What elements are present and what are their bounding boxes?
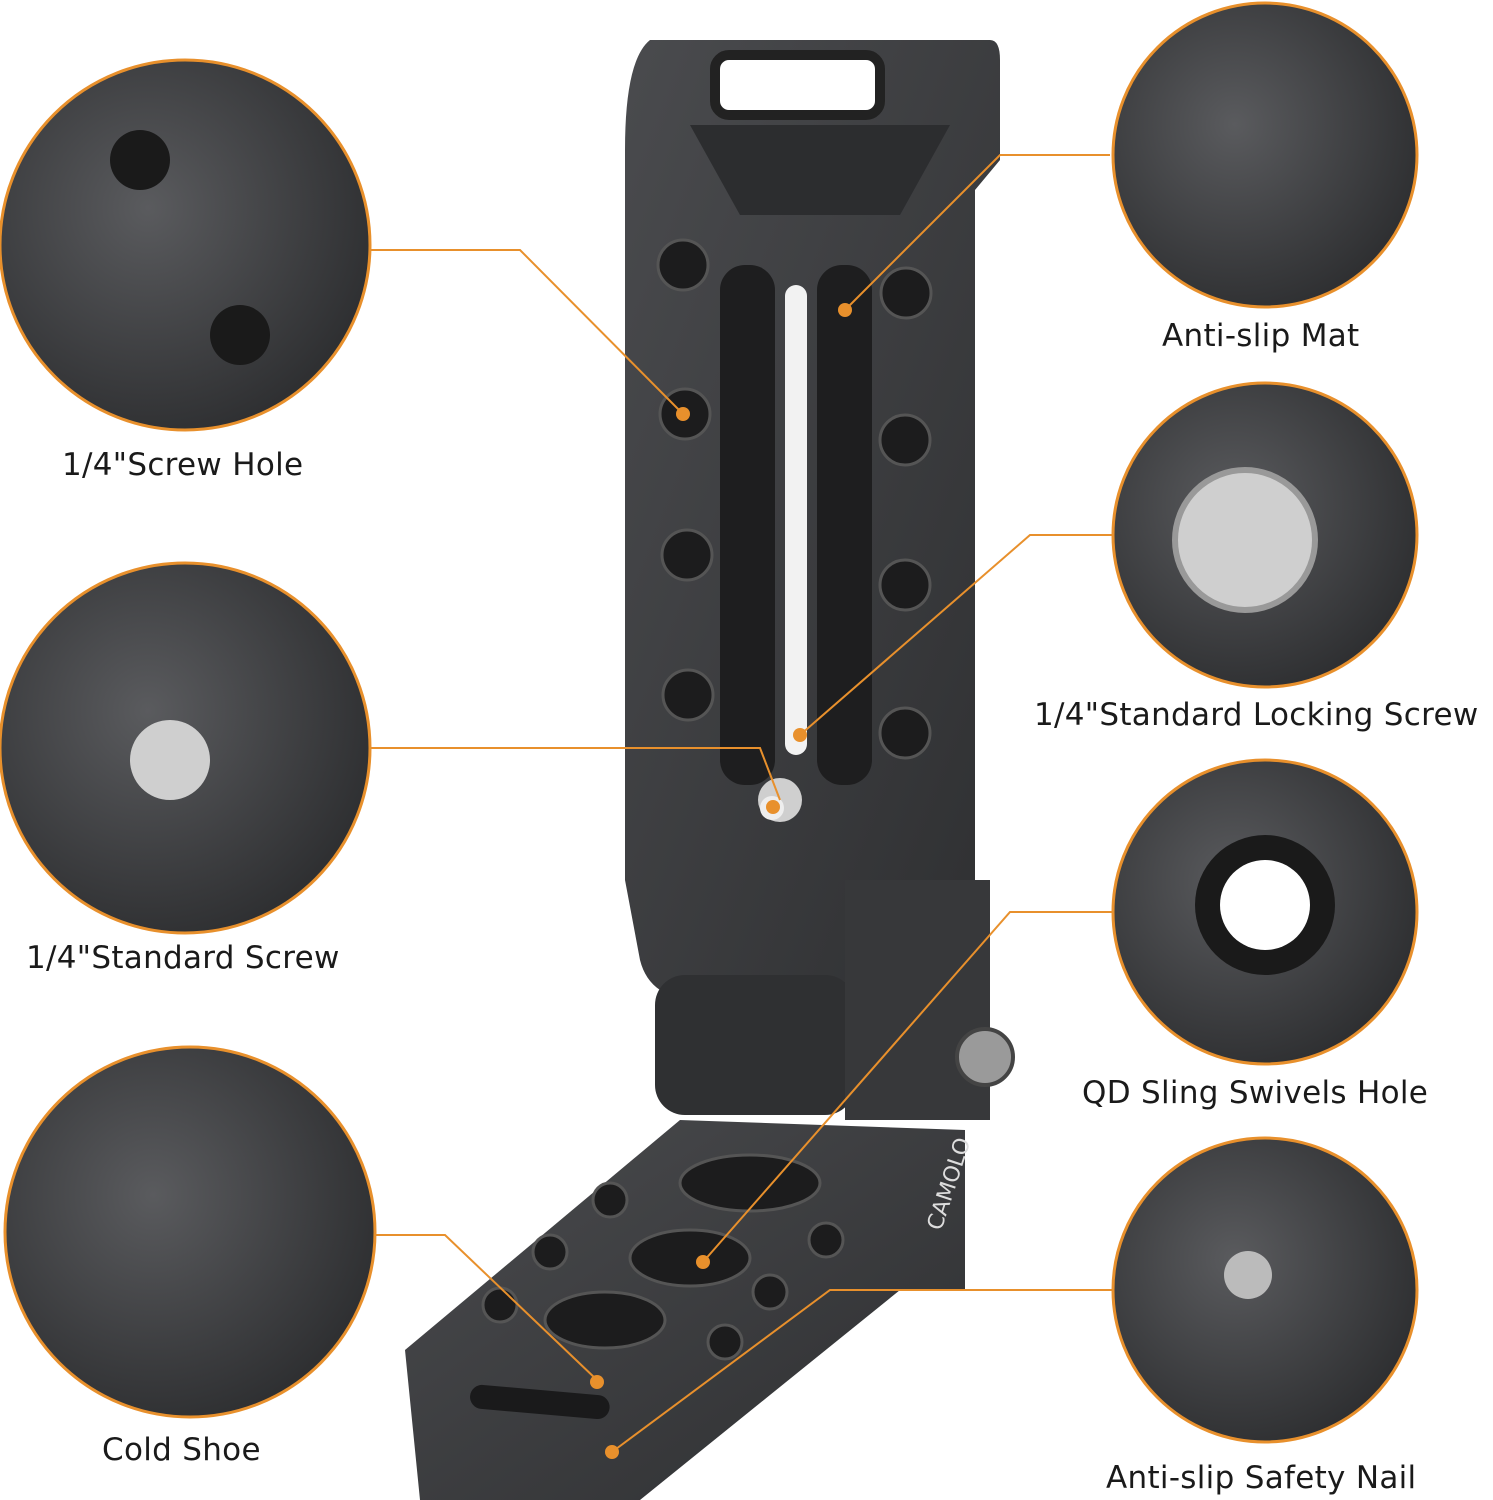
leader-lines — [370, 154, 1113, 1453]
label-standard-screw: 1/4"Standard Screw — [26, 940, 340, 976]
label-locking-screw: 1/4"Standard Locking Screw — [1034, 697, 1479, 733]
callout-dots — [590, 303, 852, 1459]
label-anti-slip-mat: Anti-slip Mat — [1162, 318, 1360, 354]
zoom-circle-screw-hole — [0, 58, 372, 432]
label-qd-sling: QD Sling Swivels Hole — [1082, 1075, 1429, 1111]
zoom-circle-cold-shoe — [3, 1045, 377, 1419]
zoom-circle-anti-slip-mat — [1111, 1, 1419, 309]
bracket-base-plate: CAMOLO — [405, 1120, 976, 1500]
bracket-hinge — [655, 880, 1015, 1120]
bracket-vertical-plate — [625, 40, 1000, 1000]
label-safety-nail: Anti-slip Safety Nail — [1106, 1460, 1417, 1496]
label-screw-hole: 1/4"Screw Hole — [62, 447, 304, 483]
label-cold-shoe: Cold Shoe — [102, 1432, 261, 1468]
